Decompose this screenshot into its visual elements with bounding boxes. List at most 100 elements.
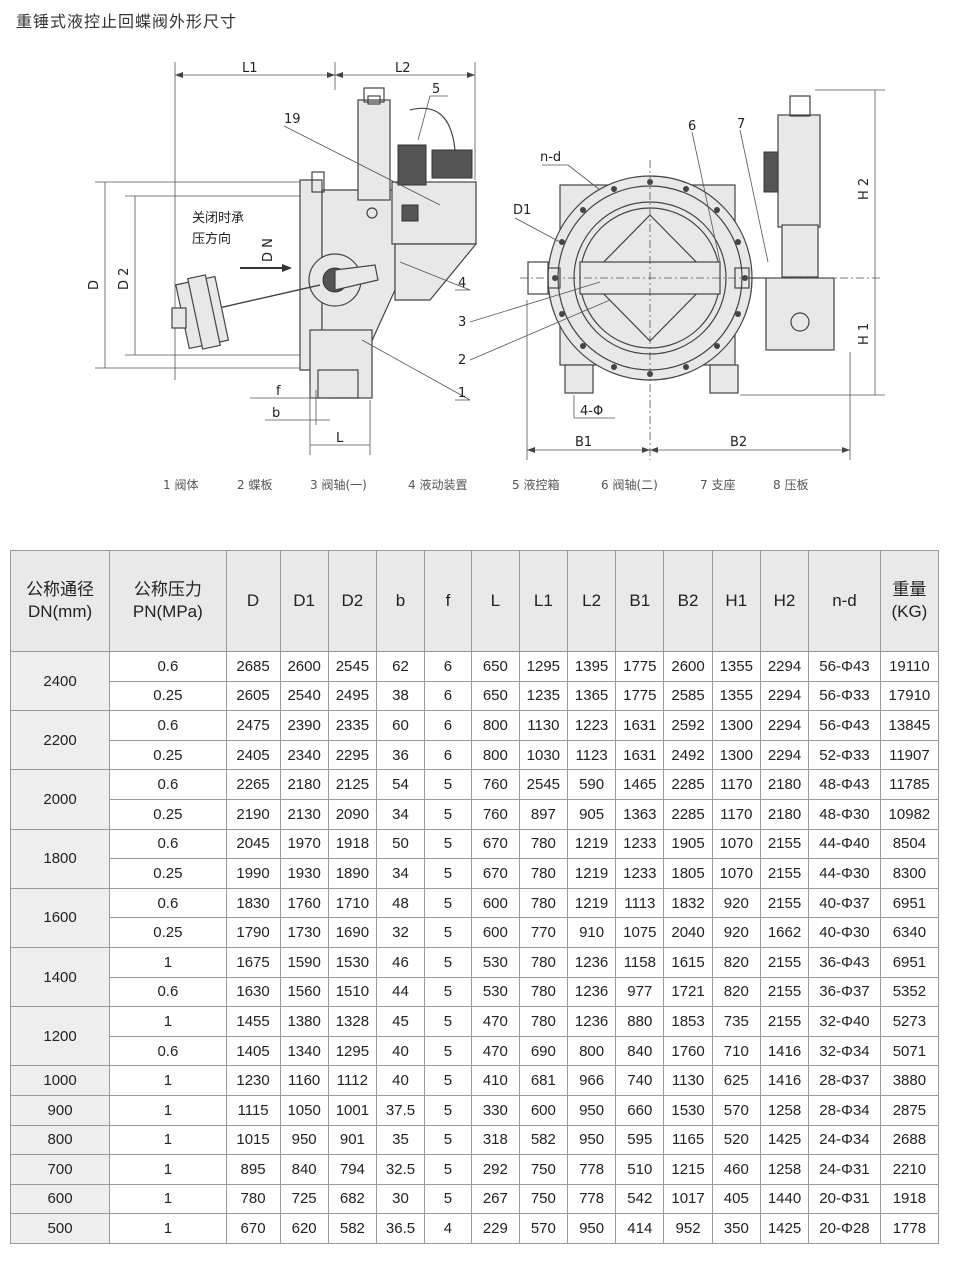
table-cell: 600 (470, 917, 520, 948)
callout-6: 6 (688, 119, 696, 134)
table-cell: 1918 (327, 828, 378, 860)
dn-cell: 900 (9, 1094, 111, 1126)
table-cell: 48 (375, 887, 426, 919)
table-cell: 530 (470, 976, 520, 1008)
table-cell: 780 (518, 858, 568, 889)
column-header: B2 (663, 550, 713, 652)
column-header: L2 (566, 550, 617, 652)
table-cell: 2190 (225, 798, 281, 830)
table-cell: 3880 (879, 1065, 940, 1096)
dn-cell: 600 (9, 1183, 111, 1215)
table-cell: 1465 (615, 769, 665, 800)
dim-4phi: 4-Φ (580, 404, 603, 419)
dim-b1: B1 (575, 435, 592, 450)
table-cell: 40 (375, 1035, 426, 1067)
dn-cell: 700 (9, 1154, 111, 1185)
dn-cell: 500 (9, 1213, 111, 1244)
table-cell: 1340 (279, 1035, 329, 1067)
legend-item: 5 液控箱 (512, 478, 560, 492)
table-cell: 1 (109, 1183, 227, 1215)
table-cell: 2545 (518, 769, 568, 800)
table-cell: 17910 (879, 680, 940, 712)
table-cell: 778 (566, 1183, 617, 1215)
dim-h1: H 1 (857, 323, 872, 345)
table-cell: 6951 (879, 887, 940, 919)
legend-item: 1 阀体 (163, 478, 199, 492)
table-cell: 950 (279, 1124, 329, 1156)
table-cell: 520 (711, 1124, 761, 1156)
table-cell: 1230 (225, 1065, 281, 1096)
table-cell: 1830 (225, 887, 281, 919)
table-cell: 966 (566, 1065, 617, 1096)
table-cell: 34 (375, 798, 426, 830)
table-cell: 840 (615, 1035, 665, 1067)
table-cell: 1675 (225, 946, 281, 978)
table-cell: 2090 (327, 798, 378, 830)
table-cell: 897 (518, 798, 568, 830)
dn-cell: 2400 (9, 650, 111, 712)
table-cell: 40-Φ37 (808, 887, 881, 919)
table-cell: 2265 (225, 769, 281, 800)
table-cell: 1328 (327, 1006, 378, 1037)
table-cell: 414 (615, 1213, 665, 1244)
table-cell: 1760 (279, 887, 329, 919)
table-cell: 0.6 (109, 769, 227, 800)
table-cell: 1070 (711, 858, 761, 889)
table-cell: 0.25 (109, 739, 227, 771)
table-cell: 5 (424, 917, 472, 948)
table-cell: 1017 (663, 1183, 713, 1215)
table-cell: 6 (424, 739, 472, 771)
table-cell: 735 (711, 1006, 761, 1037)
table-cell: 650 (470, 680, 520, 712)
column-header: H2 (759, 550, 810, 652)
legend-item: 8 压板 (773, 478, 809, 492)
table-cell: 32-Φ34 (808, 1035, 881, 1067)
table-cell: 1 (109, 1006, 227, 1037)
legend-item: 4 液动装置 (408, 478, 468, 492)
table-cell: 780 (518, 976, 568, 1008)
table-cell: 977 (615, 976, 665, 1008)
table-cell: 910 (566, 917, 617, 948)
table-cell: 20-Φ28 (808, 1213, 881, 1244)
table-cell: 1258 (759, 1154, 810, 1185)
table-cell: 1050 (279, 1094, 329, 1126)
table-cell: 1070 (711, 828, 761, 860)
table-cell: 45 (375, 1006, 426, 1037)
table-cell: 44 (375, 976, 426, 1008)
table-cell: 725 (279, 1183, 329, 1215)
table-cell: 46 (375, 946, 426, 978)
table-cell: 5273 (879, 1006, 940, 1037)
table-cell: 750 (518, 1183, 568, 1215)
table-cell: 760 (470, 798, 520, 830)
dim-d1: D1 (513, 203, 531, 218)
table-cell: 1258 (759, 1094, 810, 1126)
table-cell: 1805 (663, 858, 713, 889)
table-cell: 0.6 (109, 1035, 227, 1067)
table-cell: 1440 (759, 1183, 810, 1215)
callout-1: 1 (458, 386, 466, 401)
callout-7: 7 (737, 117, 745, 132)
legend-item: 3 阀轴(一) (310, 478, 367, 492)
table-cell: 1425 (759, 1213, 810, 1244)
table-cell: 1001 (327, 1094, 378, 1126)
table-cell: 405 (711, 1183, 761, 1215)
table-cell: 1219 (566, 887, 617, 919)
table-cell: 595 (615, 1124, 665, 1156)
table-cell: 2125 (327, 769, 378, 800)
table-cell: 330 (470, 1094, 520, 1126)
table-cell: 1233 (615, 858, 665, 889)
table-cell: 2045 (225, 828, 281, 860)
table-cell: 38 (375, 680, 426, 712)
table-cell: 2294 (759, 739, 810, 771)
table-cell: 2130 (279, 798, 329, 830)
table-cell: 36.5 (375, 1213, 426, 1244)
dn-cell: 1200 (9, 1006, 111, 1067)
